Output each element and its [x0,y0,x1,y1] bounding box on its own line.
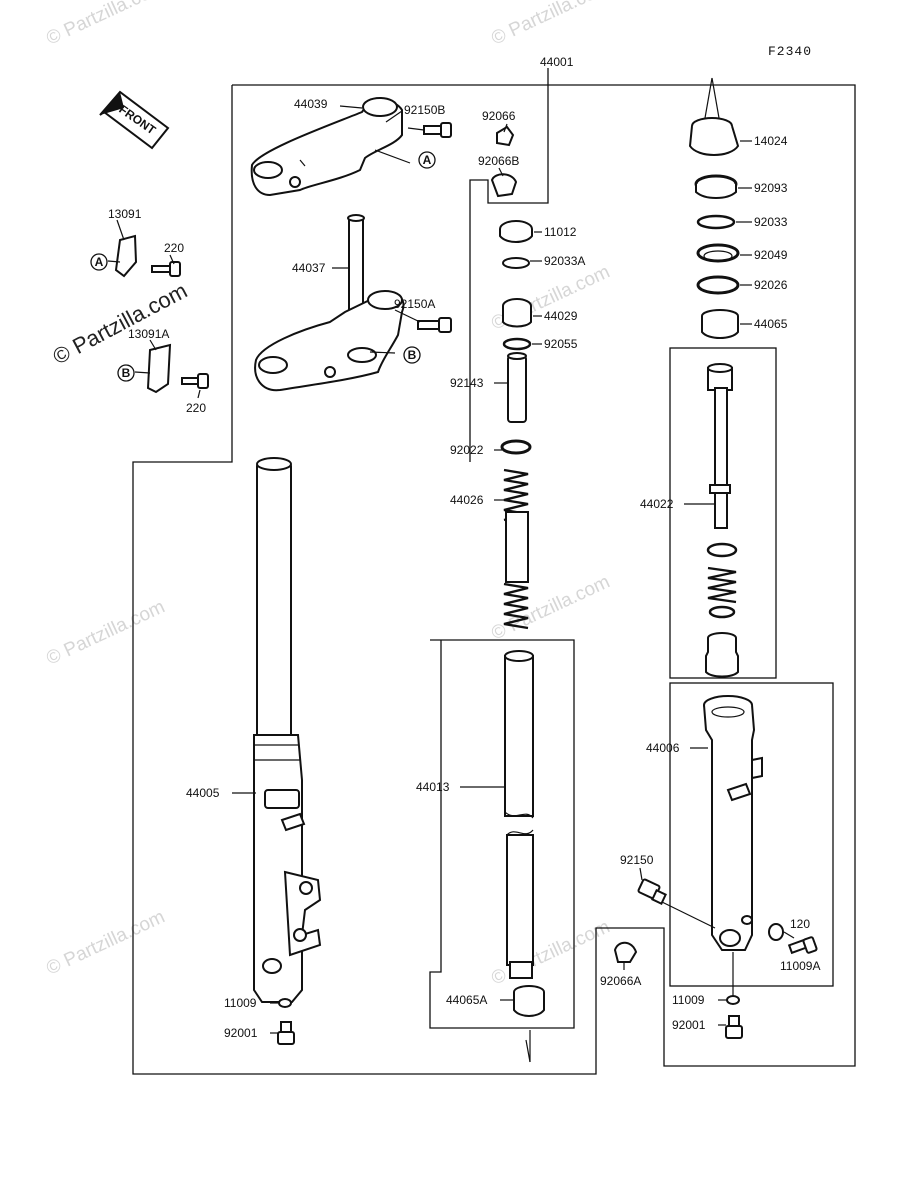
bracket-13091 [114,234,181,278]
washer-92049 [696,243,740,263]
svg-text:B: B [408,348,417,362]
watermark: © Partzilla.com [488,0,613,50]
watermark: © Partzilla.com [43,0,168,50]
spacer-92143 [507,352,527,423]
bolt-120 [787,936,818,955]
bolt-92150A [417,317,452,333]
label-92033A: 92033A [544,254,585,268]
spring-44026 [503,468,529,630]
label-92022: 92022 [450,443,484,457]
part-labels: 44001 44039 92150B 92066 92066B 44037 92… [108,55,820,1040]
label-13091: 13091 [108,207,142,221]
label-92026: 92026 [754,278,788,292]
bolt-92001-left [277,1021,295,1045]
washer-11009-left [278,998,292,1008]
callout-b-clamp: B [403,346,421,364]
left-fork-assembly [253,457,322,1003]
svg-text:A: A [95,255,104,269]
washer-11009-right [726,995,740,1005]
label-14024: 14024 [754,134,788,148]
leader-lines [107,105,795,1034]
label-11012: 11012 [544,225,577,239]
label-44026: 44026 [450,493,484,507]
label-11009A: 11009A [780,959,820,973]
circlip-92033 [696,214,736,230]
label-92150A: 92150A [394,297,435,311]
label-92055: 92055 [544,337,578,351]
svg-text:A: A [423,153,432,167]
figure-code: F2340 [768,44,812,59]
steering-stem [254,214,405,392]
seal-14024 [688,77,740,156]
label-92066A: 92066A [600,974,641,988]
label-13091A: 13091A [128,327,169,341]
label-44039: 44039 [294,97,328,111]
label-11009-left: 11009 [224,996,257,1010]
washer-92026 [696,275,740,295]
label-92150: 92150 [620,853,654,867]
front-arrow-icon: FRONT [99,90,170,150]
label-44013: 44013 [416,780,450,794]
label-92033: 92033 [754,215,788,229]
label-220-upper: 220 [164,241,184,255]
cap-nut-92066B [490,173,518,198]
watermark: © Partzilla.com [43,906,168,979]
watermark: © Partzilla.com [43,596,168,669]
cap-44029 [502,298,532,328]
bolt-92150 [637,878,716,929]
washer-11009A [768,923,784,941]
label-44037: 44037 [292,261,326,275]
assembly-frame [132,68,856,1075]
svg-text:B: B [122,366,131,380]
label-44065A: 44065A [446,993,487,1007]
label-92150B: 92150B [404,103,445,117]
label-92001-right: 92001 [672,1018,706,1032]
callout-a-clamp: A [418,151,436,169]
label-92093: 92093 [754,181,788,195]
label-92066: 92066 [482,109,516,123]
bracket-13091A [146,343,209,394]
label-92066B: 92066B [478,154,519,168]
callout-a-bracket: A [90,253,108,271]
label-44022: 44022 [640,497,674,511]
bushing-44065 [701,309,739,339]
circlip-92033A [502,257,530,269]
bolt-92150B [423,122,452,138]
right-fork-lower-44006 [703,695,763,951]
label-92143: 92143 [450,376,484,390]
label-44005: 44005 [186,786,220,800]
cap-11012 [499,220,533,243]
label-44001: 44001 [540,55,574,69]
damper-rod-44022 [705,363,739,678]
label-44006: 44006 [646,741,680,755]
label-220-lower: 220 [186,401,206,415]
label-11009-right: 11009 [672,993,705,1007]
callout-b-bracket: B [117,364,135,382]
label-120: 120 [790,917,810,931]
upper-triple-clamp [250,97,403,197]
oring-92055 [502,337,532,351]
nut-92066A [613,941,638,963]
label-92049: 92049 [754,248,788,262]
label-44065: 44065 [754,317,788,331]
washer-92022 [500,439,532,455]
washer-92093 [694,174,738,199]
bolt-92001-right [725,1015,743,1039]
inner-tube-44013 [504,650,534,979]
label-44029: 44029 [544,309,578,323]
bushing-44065A [513,985,545,1063]
label-92001-left: 92001 [224,1026,258,1040]
